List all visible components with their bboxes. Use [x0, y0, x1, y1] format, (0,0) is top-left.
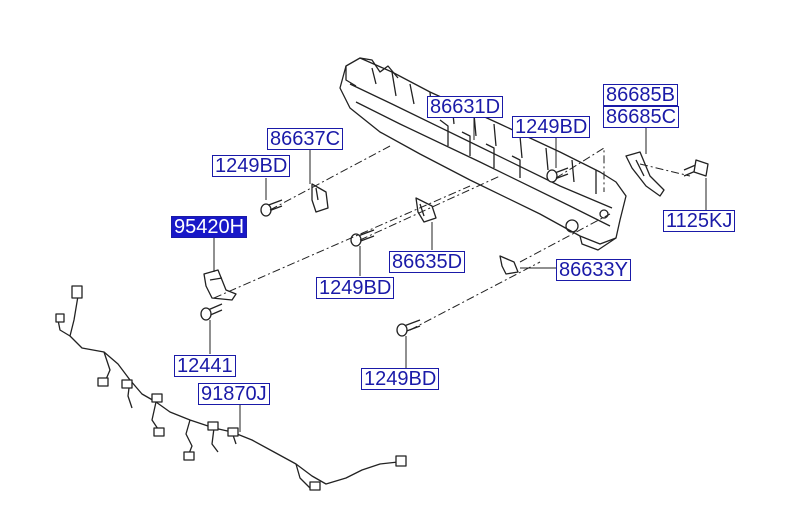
part-label-1249bd-lower[interactable]: 1249BD [361, 368, 440, 390]
bolt-1249bd-upper-right [546, 167, 569, 183]
bolt-1249bd-lower [396, 319, 421, 337]
part-label-1249bd-upper-left[interactable]: 1249BD [212, 155, 291, 177]
bracket-86685b-86685c [625, 151, 665, 197]
leader-lines [209, 118, 707, 432]
clip-86637c [311, 183, 329, 213]
bolt-1249bd-upper-left [260, 199, 283, 217]
part-label-86637c[interactable]: 86637C [267, 128, 344, 150]
part-label-86685c[interactable]: 86685C [603, 106, 680, 128]
part-label-86685b[interactable]: 86685B [603, 84, 678, 106]
part-label-95420h-selected[interactable]: 95420H [171, 216, 248, 238]
part-label-91870j[interactable]: 91870J [198, 383, 270, 405]
part-label-1125kj[interactable]: 1125KJ [663, 210, 736, 232]
wiring-harness-91870j [55, 285, 407, 491]
part-label-86631d[interactable]: 86631D [427, 96, 504, 118]
bumper-beam-86631d [339, 57, 627, 251]
part-label-12441[interactable]: 12441 [174, 355, 236, 377]
part-label-1249bd-upper-right[interactable]: 1249BD [512, 116, 591, 138]
part-label-86633y[interactable]: 86633Y [556, 259, 631, 281]
part-label-86635d[interactable]: 86635D [389, 251, 466, 273]
bolt-1249bd-middle [350, 229, 375, 247]
sensor-holder-95420h [203, 269, 237, 301]
clip-86635d [415, 197, 437, 223]
part-label-1249bd-middle[interactable]: 1249BD [316, 277, 395, 299]
screw-12441 [200, 303, 223, 321]
clip-86633y [499, 255, 519, 275]
assembly-lines [213, 145, 691, 331]
bolt-1125kj [683, 159, 709, 177]
